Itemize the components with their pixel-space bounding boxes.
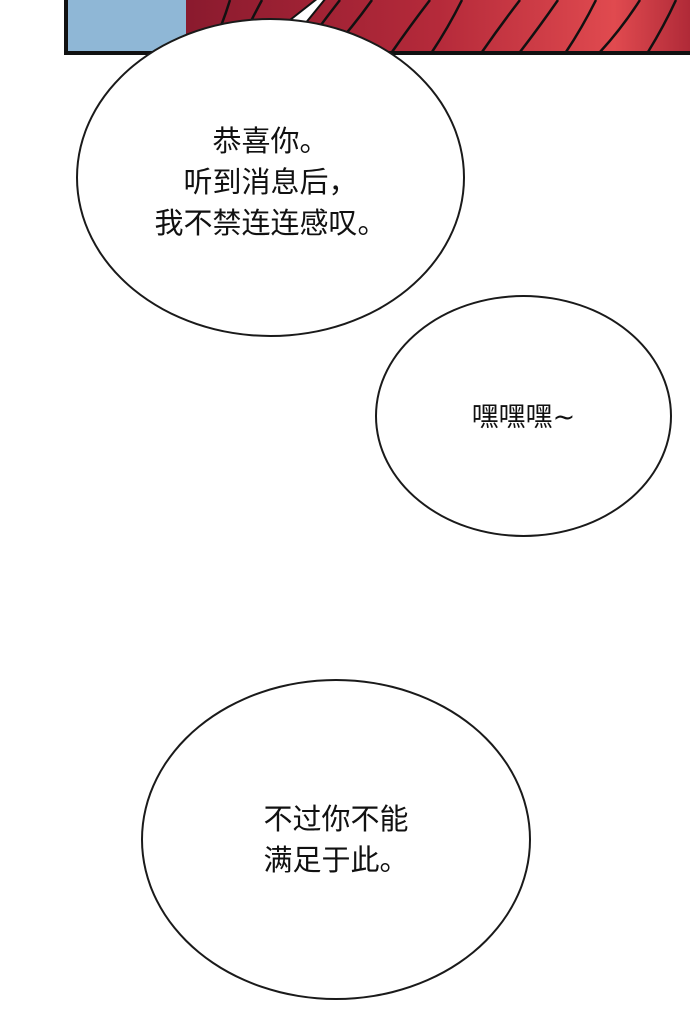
speech-bubble-3: 不过你不能 满足于此。 [141, 679, 531, 1000]
bubble-1-line-1: 恭喜你。 [212, 124, 329, 158]
bubble-3-line-1: 不过你不能 [263, 801, 409, 836]
bubble-1-line-2: 听到消息后， [183, 165, 358, 199]
bubble-1-line-3: 我不禁连连感叹。 [154, 206, 387, 240]
bubble-3-text: 不过你不能 满足于此。 [263, 799, 408, 881]
bubble-3-line-2: 满足于此。 [263, 842, 409, 877]
speech-bubble-1: 恭喜你。 听到消息后， 我不禁连连感叹。 [76, 18, 465, 337]
speech-bubble-2: 嘿嘿嘿~ [375, 295, 672, 537]
bubble-2-line-1: 嘿嘿嘿~ [471, 401, 576, 433]
bubble-2-text: 嘿嘿嘿~ [472, 397, 576, 438]
bubble-1-text: 恭喜你。 听到消息后， 我不禁连连感叹。 [154, 121, 386, 244]
